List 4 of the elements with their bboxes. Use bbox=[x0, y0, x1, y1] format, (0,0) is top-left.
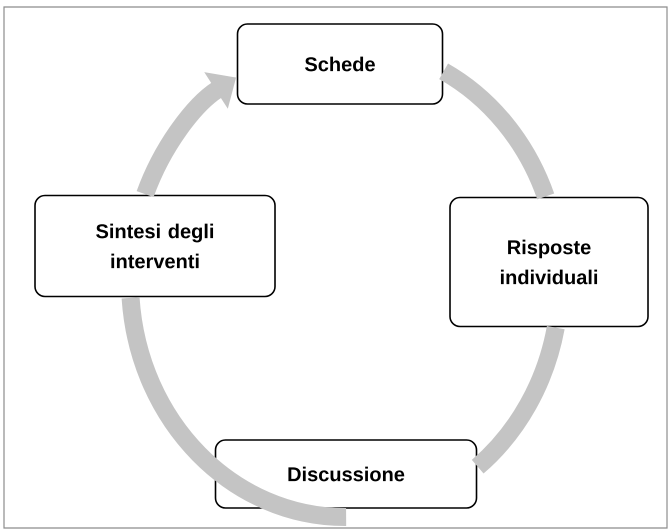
step-box: Sintesi degli interventi bbox=[34, 194, 276, 298]
step-box: Risposte individuali bbox=[449, 196, 649, 328]
step-box: Schede bbox=[236, 23, 444, 105]
step-box: Discussione bbox=[214, 439, 478, 509]
